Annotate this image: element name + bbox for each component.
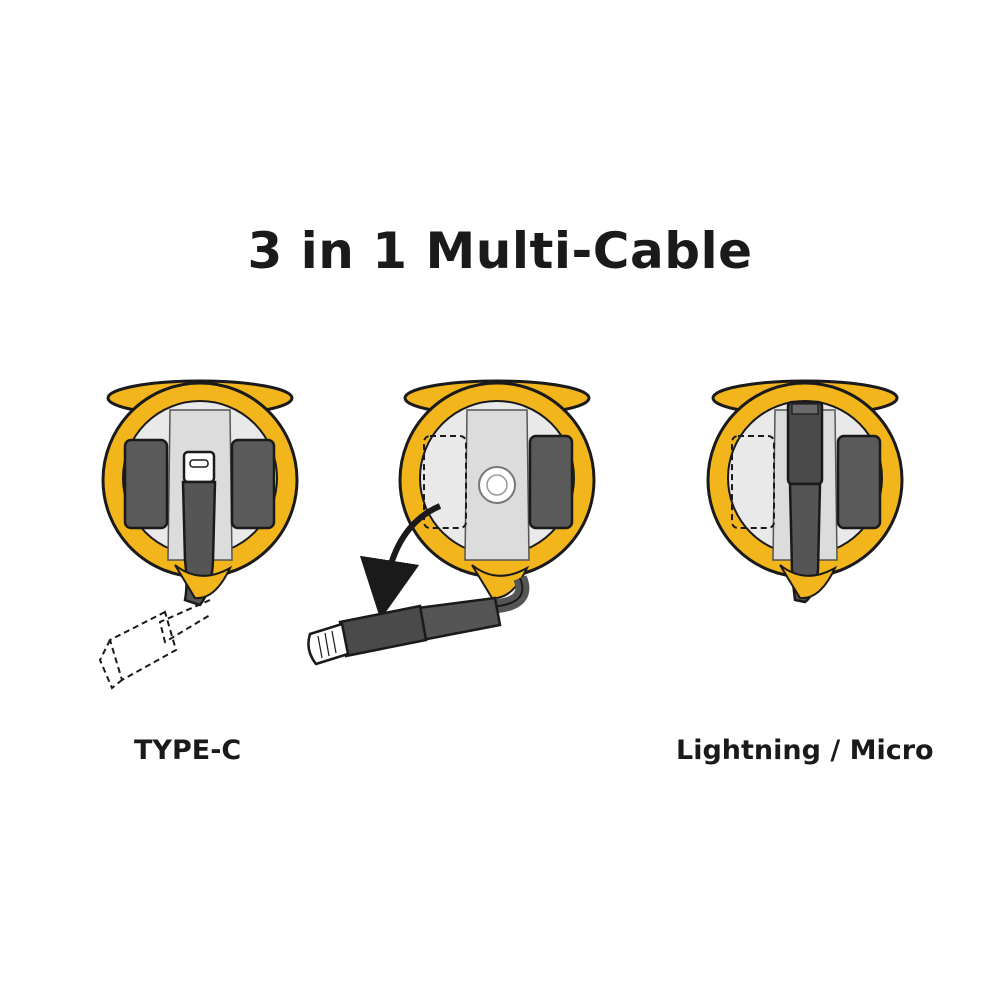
side-connector-right [528, 434, 574, 530]
side-connector-left [123, 438, 169, 530]
side-connector-right [230, 438, 276, 530]
rotate-arrow [359, 503, 442, 620]
side-connector-right [836, 434, 882, 530]
center-hub [478, 466, 516, 504]
reel-type-c [98, 379, 299, 690]
label-lightning-micro: Lightning / Micro [676, 735, 934, 766]
adapter-sleeve [338, 604, 428, 658]
lightning-tip [307, 622, 350, 666]
empty-pocket [423, 435, 467, 529]
reel-adapter [307, 379, 596, 666]
adapter-body [416, 596, 502, 642]
dashed-plug-outline [98, 599, 211, 690]
diagram-title: 3 in 1 Multi-Cable [247, 222, 753, 280]
label-type-c: TYPE-C [134, 735, 242, 766]
empty-pocket [731, 435, 775, 529]
reel-lightning-micro [706, 379, 904, 604]
